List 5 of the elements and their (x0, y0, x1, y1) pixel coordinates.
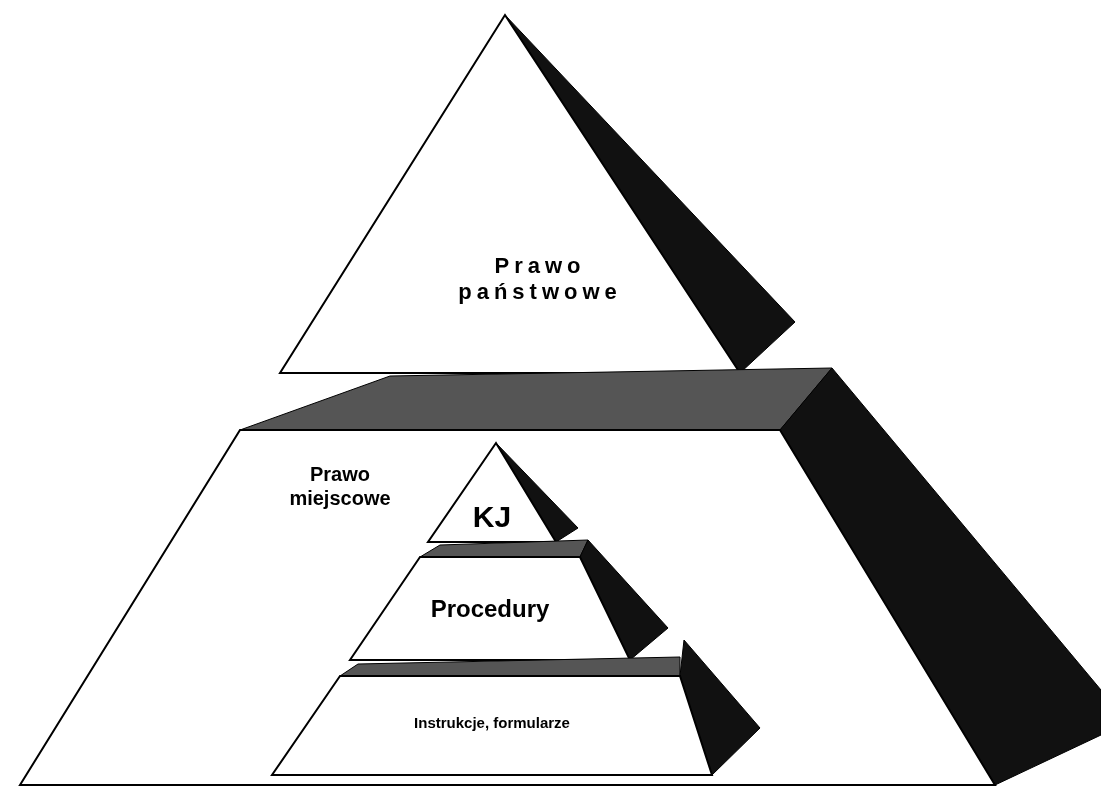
tier-label: Instrukcje, formularze (413, 714, 571, 732)
tier-label: Procedury (429, 595, 551, 624)
tier-label: Prawo miejscowe (288, 462, 392, 510)
tier-label: Prawo państwowe (457, 253, 623, 306)
tier-label: KJ (471, 499, 513, 535)
